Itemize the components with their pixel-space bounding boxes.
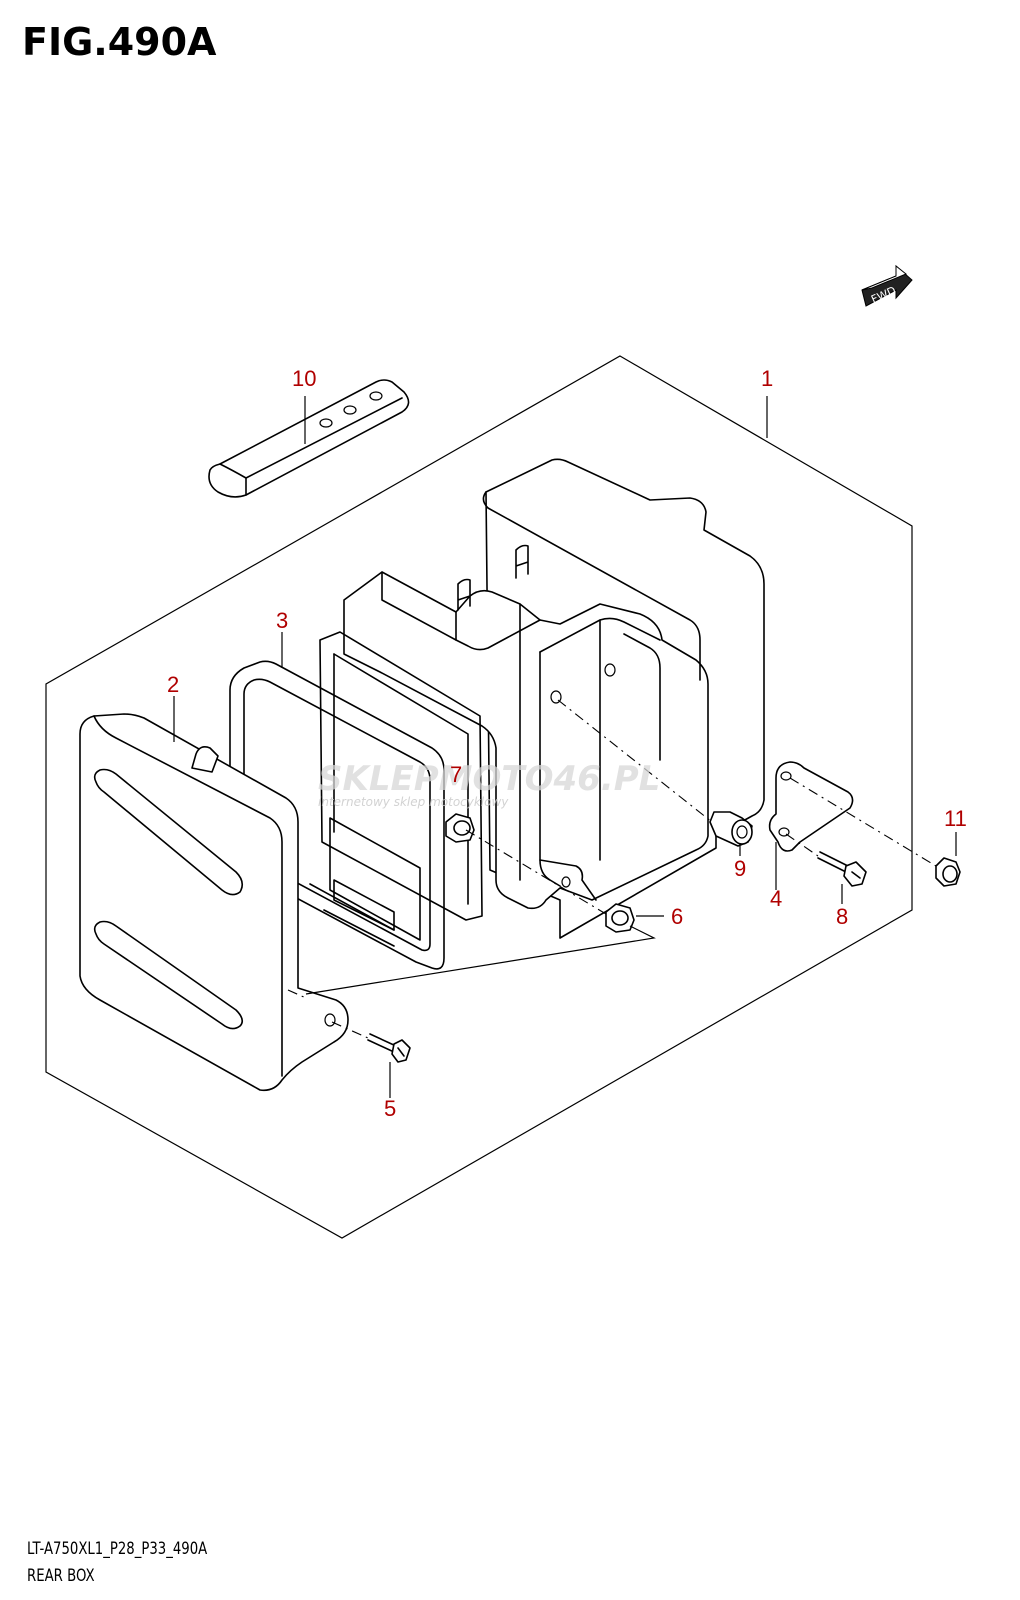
cushion-part	[709, 811, 753, 847]
callout-4: 4	[770, 886, 782, 911]
callout-3: 3	[276, 608, 288, 633]
callout-8: 8	[836, 904, 848, 929]
guide-lines	[287, 699, 937, 1039]
callout-5: 5	[384, 1096, 396, 1121]
callout-1: 1	[761, 366, 773, 391]
box-body-part	[343, 458, 765, 939]
bracket-part	[768, 761, 854, 852]
figure-name: REAR BOX	[27, 1566, 95, 1586]
nut-6-part	[605, 903, 635, 933]
handle-part	[208, 379, 410, 498]
seal-part	[229, 660, 445, 970]
callout-6: 6	[671, 904, 683, 929]
watermark-main: SKLEPMOTO46.PL	[318, 759, 660, 799]
figure-code: LT-A750XL1_P28_P33_490A	[27, 1539, 208, 1559]
watermark: SKLEPMOTO46.PL internetowy sklep motocyk…	[318, 759, 660, 809]
callout-10: 10	[292, 366, 316, 391]
callout-2: 2	[167, 672, 179, 697]
callout-11: 11	[944, 806, 967, 831]
watermark-sub: internetowy sklep motocyklowy	[318, 795, 509, 809]
lid-part	[79, 713, 349, 1092]
callout-7: 7	[450, 762, 462, 787]
screw-8-part	[817, 851, 867, 887]
figure-title: FIG.490A	[22, 20, 217, 64]
assembly-frame	[45, 355, 913, 1239]
fwd-arrow-icon: FWD	[861, 264, 913, 307]
callout-leaders	[173, 396, 957, 1098]
callout-9: 9	[734, 856, 746, 881]
screw-5-part	[367, 1033, 411, 1063]
bolt-11-part	[935, 857, 961, 887]
box-opening	[309, 631, 483, 947]
nut-7-part	[445, 813, 475, 843]
